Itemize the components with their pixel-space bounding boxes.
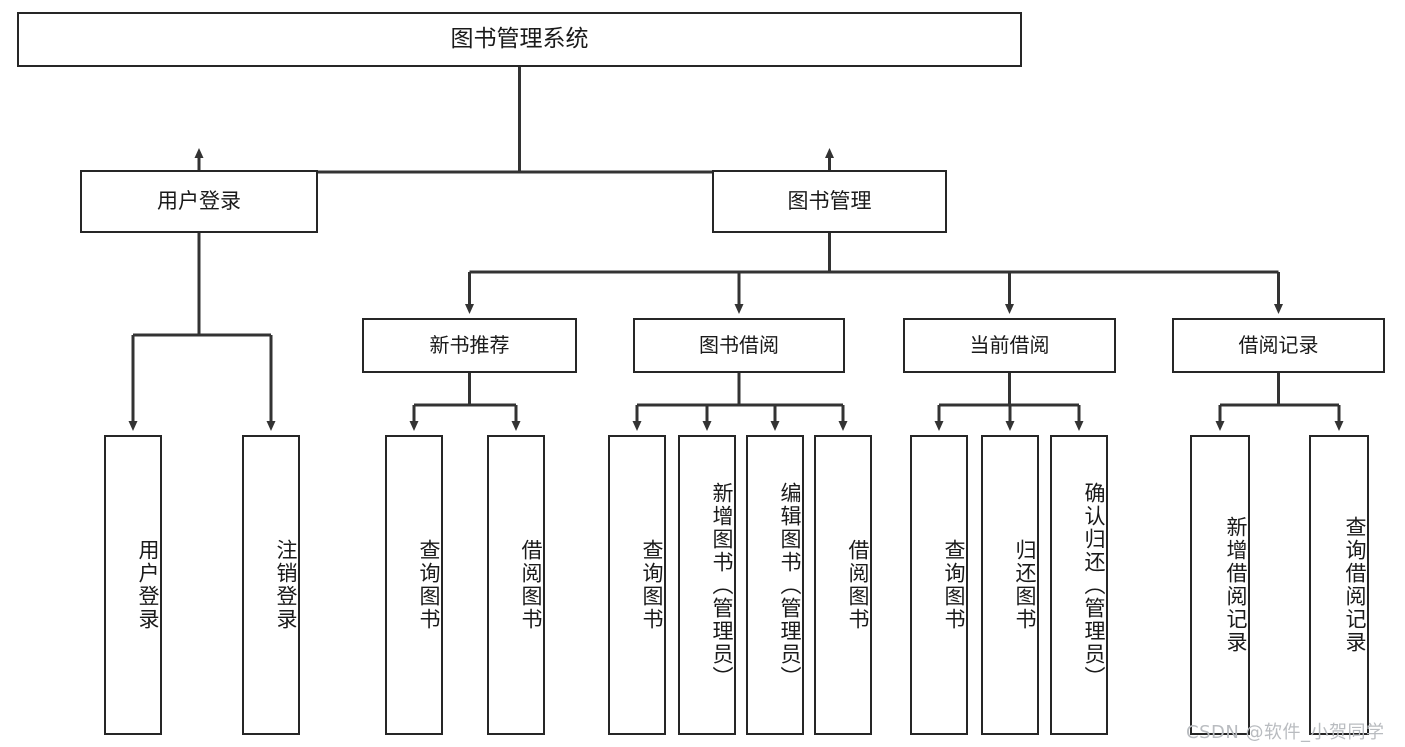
- node-label-leaf-cb-query: 查询图书: [942, 539, 966, 631]
- node-label-leaf-cb-return: 归还图书: [1013, 539, 1037, 631]
- node-leaf-rec-query[interactable]: 查询图书: [385, 435, 443, 735]
- node-leaf-br-query[interactable]: 查询借阅记录: [1309, 435, 1369, 735]
- node-leaf-bb-query[interactable]: 查询图书: [608, 435, 666, 735]
- node-label-leaf-bb-borrow: 借阅图书: [846, 539, 870, 631]
- node-label-leaf-br-query: 查询借阅记录: [1343, 516, 1367, 654]
- node-label-borrow-record: 借阅记录: [1238, 332, 1319, 357]
- node-label-leaf-rec-borrow: 借阅图书: [519, 539, 543, 631]
- node-book-admin[interactable]: 图书管理: [712, 170, 947, 233]
- node-label-book-admin: 图书管理: [787, 189, 872, 214]
- node-label-leaf-bb-add: 新增图书（管理员）: [710, 481, 734, 689]
- node-label-leaf-rec-query: 查询图书: [417, 539, 441, 631]
- node-leaf-user-logout[interactable]: 注销登录: [242, 435, 300, 735]
- node-leaf-bb-edit[interactable]: 编辑图书（管理员）: [746, 435, 804, 735]
- node-label-leaf-bb-query: 查询图书: [640, 539, 664, 631]
- node-label-user-login: 用户登录: [157, 189, 241, 214]
- node-leaf-user-login[interactable]: 用户登录: [104, 435, 162, 735]
- node-label-book-borrow: 图书借阅: [699, 332, 779, 357]
- node-leaf-cb-confirm[interactable]: 确认归还（管理员）: [1050, 435, 1108, 735]
- node-leaf-bb-add[interactable]: 新增图书（管理员）: [678, 435, 736, 735]
- node-leaf-cb-query[interactable]: 查询图书: [910, 435, 968, 735]
- node-label-leaf-user-login: 用户登录: [136, 539, 160, 631]
- node-leaf-bb-borrow[interactable]: 借阅图书: [814, 435, 872, 735]
- node-label-leaf-bb-edit: 编辑图书（管理员）: [778, 481, 802, 689]
- node-user-login[interactable]: 用户登录: [80, 170, 318, 233]
- node-root[interactable]: 图书管理系统: [17, 12, 1022, 67]
- node-label-current-borrow: 当前借阅: [969, 332, 1050, 357]
- node-label-leaf-br-add: 新增借阅记录: [1224, 516, 1248, 654]
- node-label-root: 图书管理系统: [450, 25, 589, 52]
- node-current-borrow[interactable]: 当前借阅: [903, 318, 1116, 373]
- node-leaf-br-add[interactable]: 新增借阅记录: [1190, 435, 1250, 735]
- node-label-new-book-rec: 新书推荐: [429, 332, 510, 357]
- node-label-leaf-cb-confirm: 确认归还（管理员）: [1082, 481, 1106, 689]
- node-label-leaf-user-logout: 注销登录: [274, 539, 298, 631]
- node-leaf-cb-return[interactable]: 归还图书: [981, 435, 1039, 735]
- node-book-borrow[interactable]: 图书借阅: [633, 318, 845, 373]
- watermark-csdn: CSDN @软件_小贺同学: [1186, 722, 1385, 743]
- node-leaf-rec-borrow[interactable]: 借阅图书: [487, 435, 545, 735]
- node-borrow-record[interactable]: 借阅记录: [1172, 318, 1385, 373]
- node-new-book-rec[interactable]: 新书推荐: [362, 318, 577, 373]
